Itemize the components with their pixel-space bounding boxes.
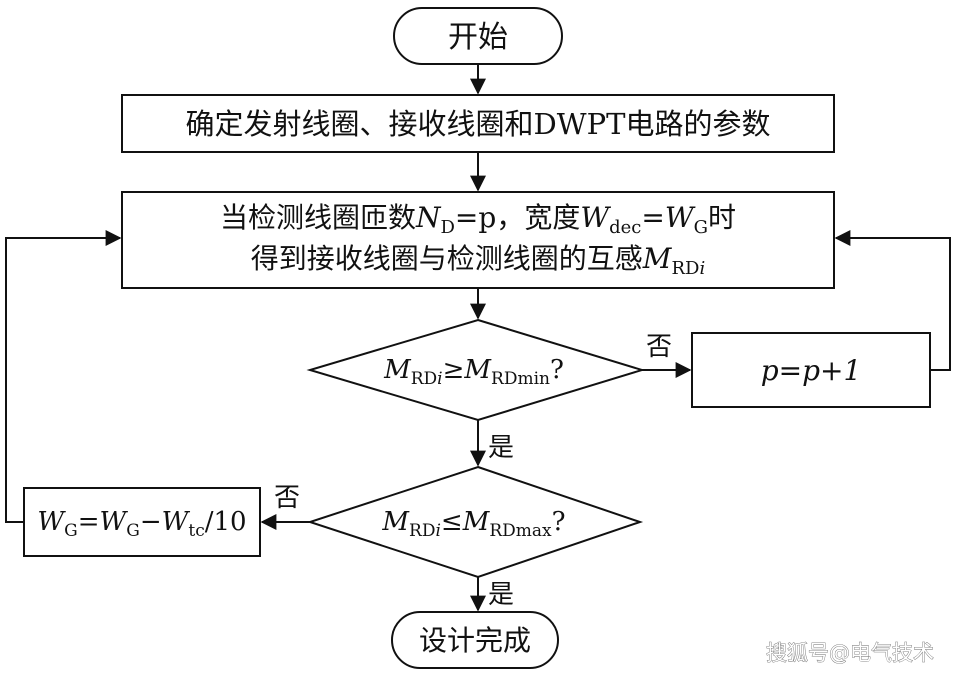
increment-box bbox=[691, 332, 931, 408]
label-yes-mid: 是 bbox=[488, 433, 514, 463]
decision-max-label: MRDi≤MRDmax? bbox=[381, 507, 565, 541]
end-label: 设计完成 bbox=[419, 624, 531, 657]
increment-label: p=p+1 bbox=[761, 354, 862, 387]
label-no-left: 否 bbox=[274, 483, 300, 513]
end-terminal bbox=[391, 611, 559, 669]
width-update-label: WG=WG−Wtc/10 bbox=[37, 507, 246, 541]
start-label: 开始 bbox=[448, 20, 508, 55]
mutual-line2: 得到接收线圈与检测线圈的互感MRDi bbox=[251, 242, 705, 279]
watermark-text: 搜狐号@电气技术 bbox=[766, 641, 934, 665]
loop-width-to-mutual bbox=[5, 230, 122, 523]
mutual-line1: 当检测线圈匝数ND=p，宽度Wdec=WG时 bbox=[220, 201, 736, 238]
params-process-label: 确定发射线圈、接收线圈和DWPT电路的参数 bbox=[186, 107, 771, 141]
params-process-box bbox=[121, 94, 835, 153]
decision-min-label: MRDi≥MRDmin? bbox=[383, 355, 564, 389]
label-no-right: 否 bbox=[646, 332, 672, 362]
loop-increment-to-mutual bbox=[834, 230, 951, 371]
label-yes-bottom: 是 bbox=[488, 580, 514, 610]
